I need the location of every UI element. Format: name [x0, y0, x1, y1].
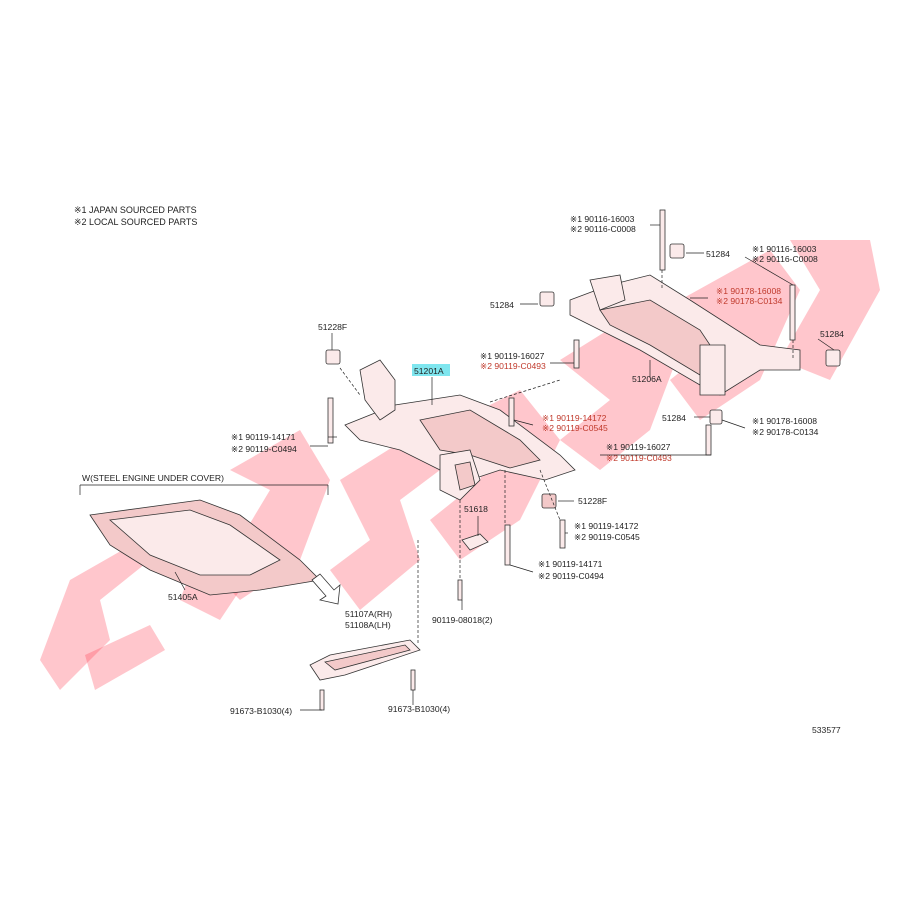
label-51284-a[interactable]: 51284: [490, 300, 514, 310]
label-51284-d[interactable]: 51284: [662, 413, 686, 423]
label-steel-cover: W(STEEL ENGINE UNDER COVER): [82, 473, 224, 483]
label-51206A[interactable]: 51206A: [632, 374, 662, 384]
bolt-label-2a[interactable]: ※1 90116-16003: [752, 244, 817, 254]
engine-under-cover: [79, 484, 329, 596]
bolt-label-3b[interactable]: ※2 90178-C0134: [716, 296, 783, 306]
bolt-label-3a[interactable]: ※1 90178-16008: [716, 286, 781, 296]
bolt-label-1a[interactable]: ※1 90116-16003: [570, 214, 635, 224]
direction-arrow: [311, 573, 341, 605]
bolt-label-8b[interactable]: ※2 90119-C0493: [606, 453, 672, 463]
label-51201A[interactable]: 51201A: [414, 366, 444, 376]
bolt-label-9b[interactable]: ※2 90119-C0545: [574, 532, 640, 542]
bolt-label-10a[interactable]: ※1 90119-14171: [538, 559, 603, 569]
label-51228F-top[interactable]: 51228F: [318, 322, 347, 332]
bolt-label-6b[interactable]: ※2 90119-C0494: [231, 444, 297, 454]
leader-lines: [174, 252, 835, 645]
bolt-label-b1030-right[interactable]: 91673-B1030(4): [388, 704, 450, 714]
label-51107A[interactable]: 51107A(RH): [345, 609, 392, 619]
legend-japan: ※1 JAPAN SOURCED PARTS: [74, 205, 197, 215]
bolt-label-7b[interactable]: ※2 90178-C0134: [752, 427, 819, 437]
bolt-label-b1030-left[interactable]: 91673-B1030(4): [230, 706, 292, 716]
bolt-label-2b[interactable]: ※2 90116-C0008: [752, 254, 818, 264]
label-51284-b[interactable]: 51284: [706, 249, 730, 259]
bolt-label-4a[interactable]: ※1 90119-16027: [480, 351, 545, 361]
bushings: [325, 243, 841, 551]
front-crossmember: [344, 359, 576, 501]
highlight-51201A: [412, 364, 450, 376]
bolt-label-7a[interactable]: ※1 90178-16008: [752, 416, 817, 426]
rear-subframe: [569, 274, 801, 396]
label-51284-c[interactable]: 51284: [820, 329, 844, 339]
bolt-label-5a[interactable]: ※1 90119-14172: [542, 413, 607, 423]
bolt-label-9a[interactable]: ※1 90119-14172: [574, 521, 639, 531]
brace-bar: [309, 639, 421, 681]
label-51108A[interactable]: 51108A(LH): [345, 620, 391, 630]
bolt-label-5b[interactable]: ※2 90119-C0545: [542, 423, 608, 433]
bolt-label-8a[interactable]: ※1 90119-16027: [606, 442, 671, 452]
bolt-leaders: [300, 224, 794, 711]
legend-local: ※2 LOCAL SOURCED PARTS: [74, 217, 197, 227]
bolt-label-10b[interactable]: ※2 90119-C0494: [538, 571, 604, 581]
reference-number: 533577: [812, 725, 841, 735]
bolts: [319, 209, 796, 711]
label-51228F-bottom[interactable]: 51228F: [578, 496, 607, 506]
bolt-label-0818[interactable]: 90119-08018(2): [432, 615, 493, 625]
bolt-label-4b[interactable]: ※2 90119-C0493: [480, 361, 546, 371]
label-51618[interactable]: 51618: [464, 504, 488, 514]
label-51405A[interactable]: 51405A: [168, 592, 198, 602]
bolt-label-1b[interactable]: ※2 90116-C0008: [570, 224, 636, 234]
bolt-label-6a[interactable]: ※1 90119-14171: [231, 432, 296, 442]
part-labels: 51201A 51206A 51228F 51228F 51284 51284 …: [82, 214, 844, 735]
